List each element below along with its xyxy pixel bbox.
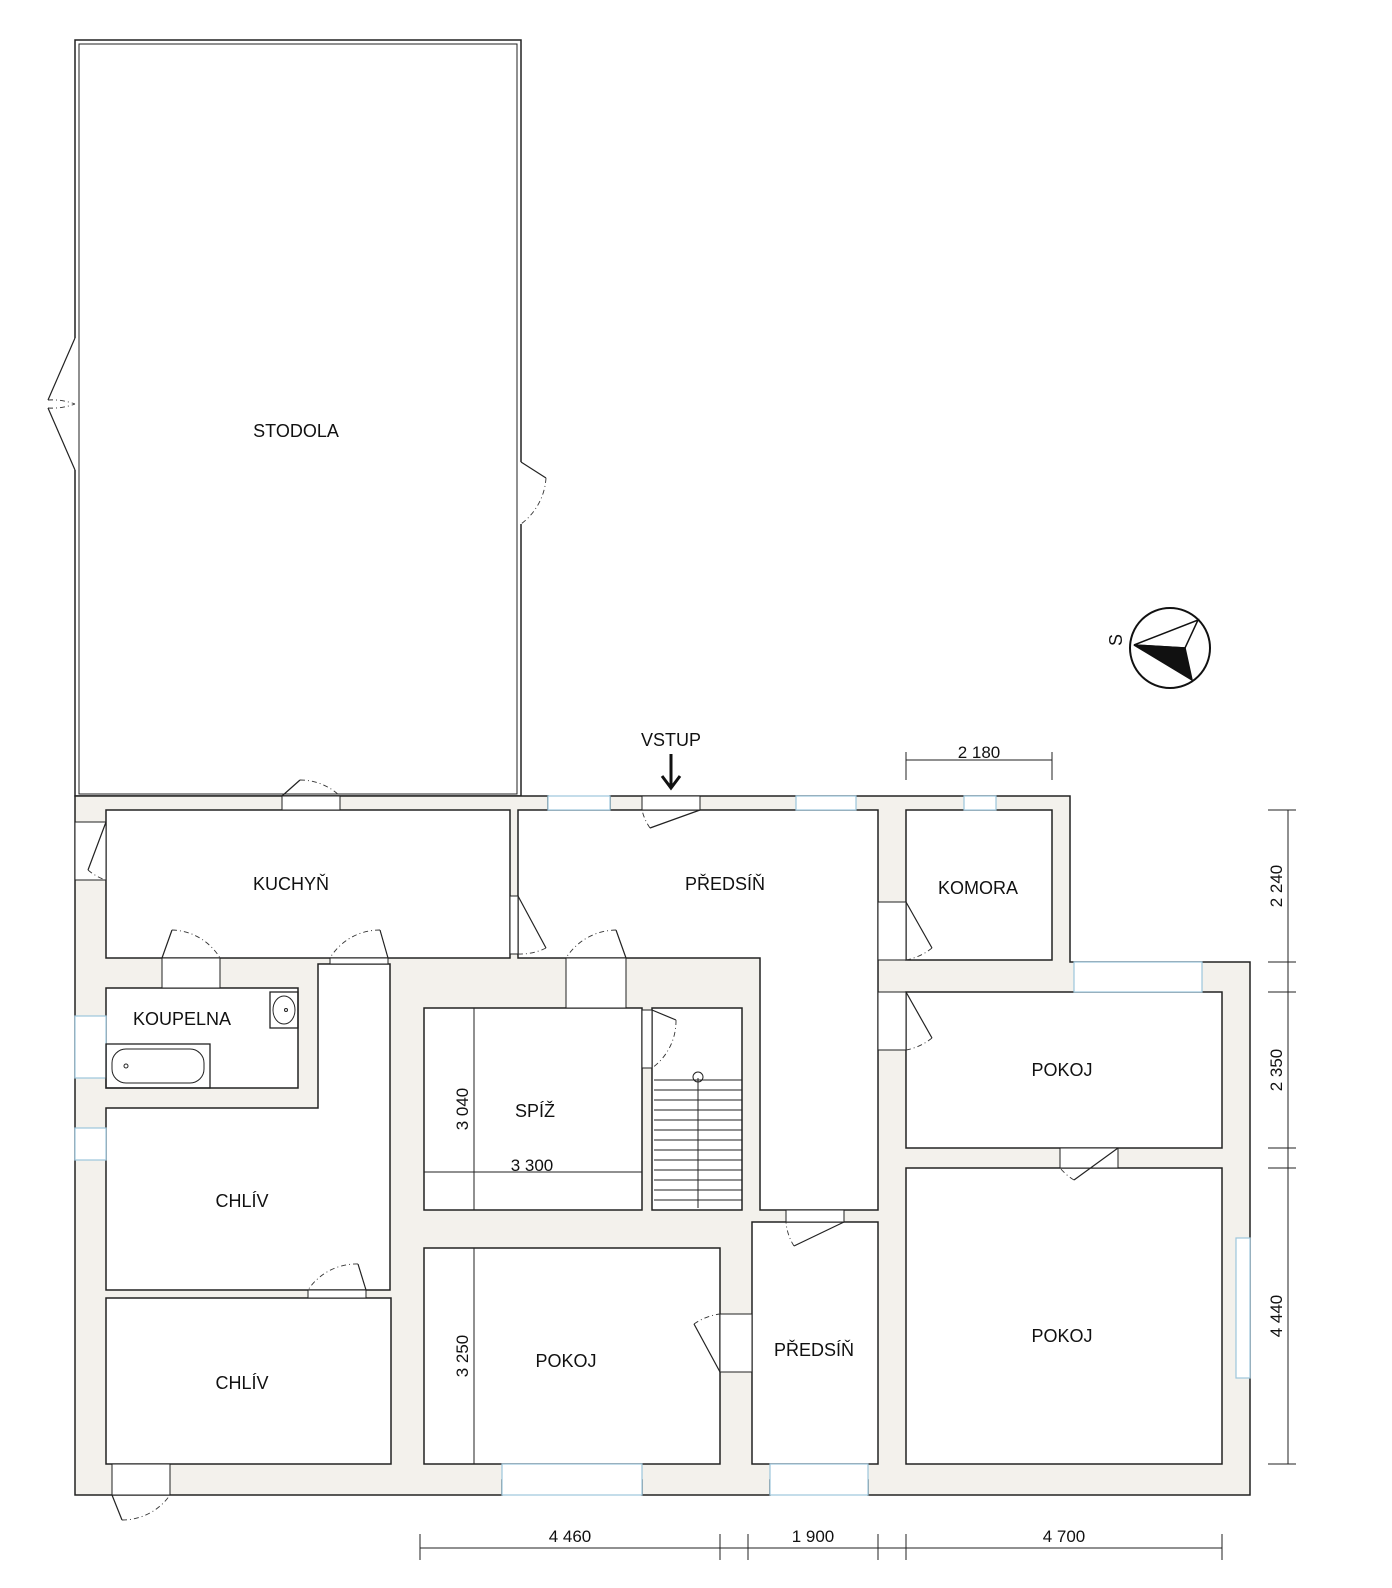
entrance-arrow-icon	[660, 754, 682, 791]
barn-structure	[47, 39, 547, 797]
label-koupelna: KOUPELNA	[133, 1009, 231, 1029]
dim-right-3: 4 440	[1267, 1295, 1286, 1338]
dim-top-komora: 2 180	[958, 743, 1001, 762]
label-predsin-small: PŘEDSÍŇ	[774, 1340, 854, 1360]
dim-right-1: 2 240	[1267, 865, 1286, 908]
doors	[74, 779, 1119, 1521]
bathtub-icon	[105, 1043, 211, 1089]
door-barn-kitchen	[281, 779, 341, 811]
door-stair	[641, 1009, 677, 1069]
dim-bottom-3: 4 700	[1043, 1527, 1086, 1546]
label-pokoj-center: POKOJ	[535, 1351, 596, 1371]
label-spiz: SPÍŽ	[515, 1101, 555, 1121]
label-chliv-lower: CHLÍV	[215, 1373, 268, 1393]
barn-west-door	[47, 337, 80, 471]
door-hall-spiz	[565, 929, 627, 1009]
label-komora: KOMORA	[938, 878, 1018, 898]
label-stodola: STODOLA	[253, 421, 339, 441]
barn-east-door	[519, 461, 547, 525]
door-chliv-chliv	[307, 1263, 367, 1299]
compass-label: S	[1106, 634, 1126, 646]
door-pokoj-upper-lower	[1059, 1147, 1119, 1181]
room-interiors	[105, 809, 1223, 1465]
compass-icon	[1129, 607, 1211, 689]
label-chliv-upper: CHLÍV	[215, 1191, 268, 1211]
dimension-lines	[419, 752, 1296, 1560]
room-labels: STODOLA KUCHYŇ PŘEDSÍŇ KOMORA KOUPELNA S…	[133, 421, 1126, 1393]
label-pokoj-east-lower: POKOJ	[1031, 1326, 1092, 1346]
dim-spiz-height: 3 040	[453, 1088, 472, 1131]
door-predsin-pokoj	[693, 1313, 753, 1373]
staircase	[654, 1071, 742, 1211]
door-kitchen-west	[74, 821, 107, 881]
door-kitchen-chliv	[329, 929, 389, 965]
door-chliv-exterior	[111, 1463, 171, 1521]
label-kuchyn: KUCHYŇ	[253, 874, 329, 894]
dim-spiz-width: 3 300	[511, 1156, 554, 1175]
door-main-entrance	[641, 795, 701, 829]
stair-start-marker	[692, 1071, 704, 1083]
label-vstup: VSTUP	[641, 730, 701, 750]
door-kitchen-hall	[509, 895, 547, 955]
bathroom-fixtures	[105, 991, 299, 1089]
dim-pokoj-height: 3 250	[453, 1335, 472, 1378]
door-hall-komora	[877, 901, 933, 961]
windows	[74, 795, 1251, 1496]
label-predsin-main: PŘEDSÍŇ	[685, 874, 765, 894]
sink-icon	[269, 991, 299, 1029]
dim-bottom-2: 1 900	[792, 1527, 835, 1546]
door-hall-small-predsin	[785, 1209, 845, 1247]
door-kitchen-bathroom	[161, 929, 221, 989]
dim-right-2: 2 350	[1267, 1049, 1286, 1092]
dim-bottom-1: 4 460	[549, 1527, 592, 1546]
dimension-labels: 2 180 2 240 2 350 4 440 3 040 3 300 3 25…	[453, 743, 1286, 1546]
door-hall-pokoj-upper	[877, 991, 933, 1051]
label-pokoj-east-upper: POKOJ	[1031, 1060, 1092, 1080]
